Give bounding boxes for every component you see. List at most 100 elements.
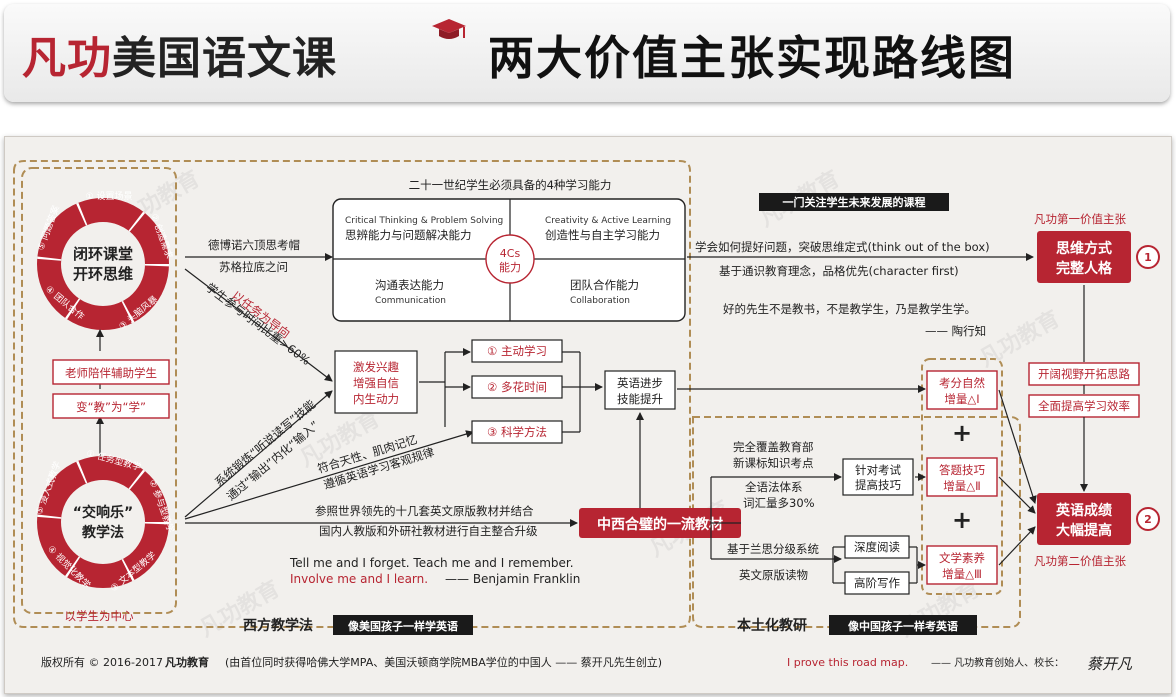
svg-text:① 设置场景: ① 设置场景 (86, 191, 133, 202)
increment-natural-box (926, 370, 998, 410)
svg-text:技能提升: 技能提升 (617, 392, 663, 406)
svg-text:学生参与时间比重>60%: 学生参与时间比重>60% (203, 280, 313, 368)
local-research-region (692, 416, 1021, 628)
mode-active-box (471, 339, 563, 363)
svg-text:答题技巧: 答题技巧 (939, 463, 985, 477)
svg-text:(由首位同时获得哈佛大学MPA、美国沃顿商学院MBA学位的中: (由首位同时获得哈佛大学MPA、美国沃顿商学院MBA学位的中国人 —— 蔡开凡先… (225, 655, 662, 669)
svg-text:4Cs: 4Cs (500, 247, 521, 260)
svg-text:2: 2 (1144, 513, 1152, 526)
teach-to-learn-label: 变“教”为“学” (76, 400, 146, 414)
page-title: 两大价值主张实现路线图 (488, 31, 1016, 85)
svg-text:苏格拉底之问: 苏格拉底之问 (219, 260, 288, 274)
svg-text:闭环课堂: 闭环课堂 (73, 245, 133, 263)
svg-text:考分自然: 考分自然 (939, 376, 985, 390)
svg-text:1: 1 (1144, 251, 1152, 264)
svg-text:Critical Thinking & Problem So: Critical Thinking & Problem Solving (345, 216, 503, 226)
svg-text:思辨能力与问题解决能力: 思辨能力与问题解决能力 (345, 228, 472, 242)
svg-text:参照世界领先的十几套英文原版教材并结合: 参照世界领先的十几套英文原版教材并结合 (315, 504, 534, 518)
svg-text:① 主动学习: ① 主动学习 (487, 344, 547, 358)
svg-text:Involve me and I learn.: Involve me and I learn. (290, 572, 428, 586)
western-method-region (13, 160, 691, 628)
svg-text:好的先生不是教书，不是教学生，乃是教学生学。: 好的先生不是教书，不是教学生，乃是教学生学。 (723, 302, 976, 316)
svg-text:思维方式: 思维方式 (1056, 240, 1112, 257)
svg-text:开环思维: 开环思维 (73, 265, 133, 283)
teacher-support-label: 老师陪伴辅助学生 (65, 366, 157, 380)
value1-label: 凡功第一价值主张 (1034, 212, 1126, 226)
svg-text:增量△Ⅲ: 增量△Ⅲ (942, 567, 982, 581)
value1-box (1037, 231, 1131, 283)
svg-text:版权所有 © 2016-2017: 版权所有 © 2016-2017 (41, 655, 163, 669)
svg-text:—— 陶行知: —— 陶行知 (925, 324, 986, 338)
svg-text:德博诺六顶思考帽: 德博诺六顶思考帽 (208, 238, 300, 252)
brand-name: 美国语文课 (112, 33, 337, 84)
svg-text:英文原版读物: 英文原版读物 (739, 568, 808, 582)
svg-text:Collaboration: Collaboration (570, 296, 630, 306)
svg-text:“交响乐”: “交响乐” (73, 504, 133, 521)
student-centered-region (21, 167, 177, 614)
svg-text:英语成绩: 英语成绩 (1055, 502, 1112, 519)
teach-to-learn-box (52, 393, 170, 419)
svg-text:—— 凡功教育创始人、校长：: —— 凡功教育创始人、校长： (931, 656, 1064, 669)
svg-text:中西合璧的一流教材: 中西合璧的一流教材 (597, 516, 723, 533)
svg-text:凡功教育: 凡功教育 (975, 306, 1064, 373)
svg-text:凡功教育: 凡功教育 (165, 655, 209, 669)
svg-text:开阔视野开拓思路: 开阔视野开拓思路 (1038, 367, 1130, 381)
svg-text:文学素养: 文学素养 (939, 551, 985, 565)
roadmap-panel: 凡功教育 凡功教育 凡功教育 凡功教育 凡功教育 凡功教育 凡功教育 凡功教育 … (4, 136, 1172, 694)
local-research-label: 本土化教研 (737, 617, 807, 634)
svg-text:增量△Ⅱ: 增量△Ⅱ (943, 479, 981, 493)
svg-text:全语法体系: 全语法体系 (745, 480, 803, 494)
english-progress-box (604, 370, 676, 410)
footer: 版权所有 © 2016-2017 凡功教育 (由首位同时获得哈佛大学MPA、美国… (41, 655, 1133, 673)
4cs-ability-puzzle: 二十一世纪学生必须具备的4种学习能力 4Cs 能力 Critical Think… (332, 178, 686, 322)
future-course-label: 一门关注学生未来发展的课程 (783, 195, 926, 209)
svg-text:教学法: 教学法 (82, 524, 124, 541)
svg-text:—— Benjamin Franklin: —— Benjamin Franklin (445, 572, 580, 586)
western-slogan: 像美国孩子一样学英语 (348, 619, 458, 633)
svg-text:创造性与自主学习能力: 创造性与自主学习能力 (545, 228, 660, 242)
student-centered-label: 以学生为中心 (65, 609, 134, 623)
svg-text:英语进步: 英语进步 (617, 376, 663, 390)
svg-text:Creativity & Active Learning: Creativity & Active Learning (545, 216, 671, 226)
symphony-method-ring: “交响乐” 教学法 ① 任务型教学 ② 参与型教学 ③ 文本型教学 ④ 视觉化教… (33, 447, 177, 594)
value2-box (1037, 493, 1131, 545)
western-method-label: 西方教学法 (243, 617, 313, 634)
svg-text:全面提高学习效率: 全面提高学习效率 (1038, 399, 1130, 413)
svg-text:Tell me and I forget. Teach me: Tell me and I forget. Teach me and I rem… (289, 556, 574, 570)
svg-text:二十一世纪学生必须具备的4种学习能力: 二十一世纪学生必须具备的4种学习能力 (409, 178, 612, 192)
svg-text:国内人教版和外研社教材进行自主整合升级: 国内人教版和外研社教材进行自主整合升级 (319, 524, 538, 538)
svg-text:Communication: Communication (375, 296, 446, 306)
local-slogan: 像中国孩子一样考英语 (848, 619, 958, 633)
svg-text:完全覆盖教育部: 完全覆盖教育部 (733, 440, 814, 454)
svg-text:激发兴趣: 激发兴趣 (353, 360, 399, 374)
value2-label: 凡功第二价值主张 (1034, 554, 1126, 568)
value1-number-badge (1136, 245, 1160, 269)
increment-literacy-box (926, 545, 998, 585)
roadmap-diagram: 凡功教育 凡功教育 凡功教育 凡功教育 凡功教育 凡功教育 凡功教育 凡功教育 … (13, 160, 1160, 673)
svg-text:词汇量多30%: 词汇量多30% (743, 496, 815, 510)
svg-text:增强自信: 增强自信 (353, 376, 399, 390)
svg-text:提高技巧: 提高技巧 (855, 478, 901, 492)
svg-text:深度阅读: 深度阅读 (854, 540, 900, 554)
teacher-support-box (52, 359, 170, 385)
svg-text:团队合作能力: 团队合作能力 (570, 278, 639, 292)
svg-text:② 多花时间: ② 多花时间 (487, 380, 547, 394)
svg-text:沟通表达能力: 沟通表达能力 (375, 278, 444, 292)
svg-text:针对考试: 针对考试 (855, 463, 901, 477)
svg-text:新课标知识考点: 新课标知识考点 (733, 456, 814, 470)
svg-text:完整人格: 完整人格 (1056, 260, 1113, 277)
increment-skills-box (926, 457, 998, 497)
svg-text:高阶写作: 高阶写作 (854, 576, 900, 590)
svg-text:大幅提高: 大幅提高 (1056, 522, 1112, 539)
value2-number-badge (1136, 507, 1160, 531)
svg-text:能力: 能力 (499, 260, 521, 274)
svg-text:学会如何提好问题，突破思维定式(think out of t: 学会如何提好问题，突破思维定式(think out of the box) (695, 240, 990, 254)
svg-text:+: + (952, 506, 972, 534)
svg-text:增量△Ⅰ: 增量△Ⅰ (944, 392, 979, 406)
svg-text:+: + (952, 419, 972, 447)
founder-signature: 蔡开凡 (1087, 655, 1133, 673)
svg-text:基于通识教育理念，品格优先(character first): 基于通识教育理念，品格优先(character first) (719, 264, 959, 278)
brand-title: 凡功美国语文课 (22, 22, 337, 86)
motivation-box (334, 350, 418, 414)
exam-skills-box (842, 458, 914, 496)
